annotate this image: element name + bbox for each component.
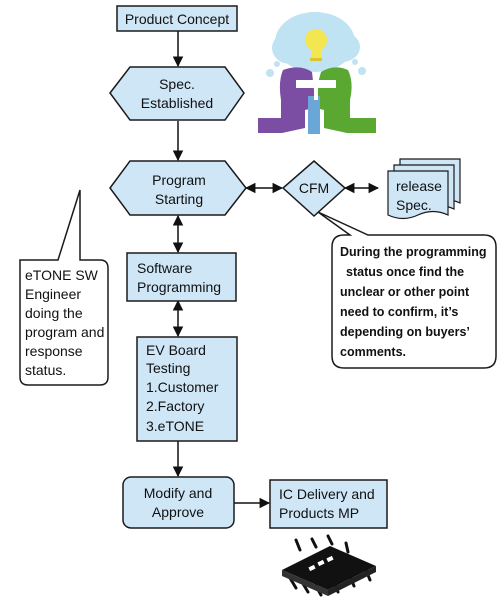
ev-board-item-etone: 3.eTONE: [146, 418, 204, 434]
release-spec-line-1: release: [396, 178, 442, 194]
ev-board-item-factory: 2.Factory: [146, 398, 204, 414]
cfm-decision: CFM: [281, 160, 347, 218]
software-programming-box: Software Programming: [126, 252, 237, 302]
ic-chip-icon: [282, 534, 376, 597]
ev-board-item-customer: 1.Customer: [146, 379, 219, 395]
spec-established-node: Spec. Established: [109, 66, 245, 121]
programming-status-callout: During the programming status once find …: [317, 211, 497, 369]
engineer-callout-line-5: response: [25, 343, 83, 359]
program-starting-line-2: Starting: [155, 191, 203, 207]
modify-approve-box: Modify and Approve: [122, 476, 235, 529]
ev-board-line-1: EV Board: [146, 342, 206, 358]
people-idea-lightbulb-icon: [258, 12, 376, 134]
program-starting-node: Program Starting: [109, 160, 247, 216]
spec-established-line-2: Established: [141, 95, 213, 111]
engineer-callout-line-1: eTONE SW: [25, 267, 99, 283]
engineer-callout: eTONE SW Engineer doing the program and …: [19, 189, 109, 386]
engineer-callout-line-4: program and: [25, 324, 104, 340]
software-programming-line-2: Programming: [137, 279, 221, 295]
spec-established-line-1: Spec.: [159, 76, 195, 92]
modify-approve-line-2: Approve: [152, 504, 204, 520]
connectors: [172, 31, 380, 509]
engineer-callout-line-2: Engineer: [25, 286, 81, 302]
ev-board-line-2: Testing: [146, 360, 190, 376]
engineer-callout-line-3: doing the: [25, 305, 83, 321]
cfm-label: CFM: [299, 180, 329, 196]
status-callout-line-6: comments.: [340, 345, 406, 359]
ic-delivery-line-1: IC Delivery and: [279, 486, 375, 502]
release-spec-document: release Spec.: [387, 158, 461, 220]
ic-delivery-line-2: Products MP: [279, 505, 359, 521]
engineer-callout-line-6: status.: [25, 362, 66, 378]
status-callout-line-5: depending on buyers’: [340, 325, 470, 339]
status-callout-line-4: need to confirm, it’s: [340, 305, 458, 319]
modify-approve-line-1: Modify and: [144, 485, 212, 501]
software-programming-line-1: Software: [137, 260, 192, 276]
ev-board-testing-box: EV Board Testing 1.Customer 2.Factory 3.…: [136, 336, 238, 442]
status-callout-line-1: During the programming: [340, 245, 487, 259]
release-spec-line-2: Spec.: [396, 197, 432, 213]
status-callout-line-2: status once find the: [346, 265, 464, 279]
status-callout-line-3: unclear or other point: [340, 285, 470, 299]
product-concept-label: Product Concept: [125, 11, 229, 27]
product-concept-box: Product Concept: [116, 5, 238, 32]
ic-delivery-box: IC Delivery and Products MP: [269, 479, 388, 529]
program-starting-line-1: Program: [152, 172, 206, 188]
